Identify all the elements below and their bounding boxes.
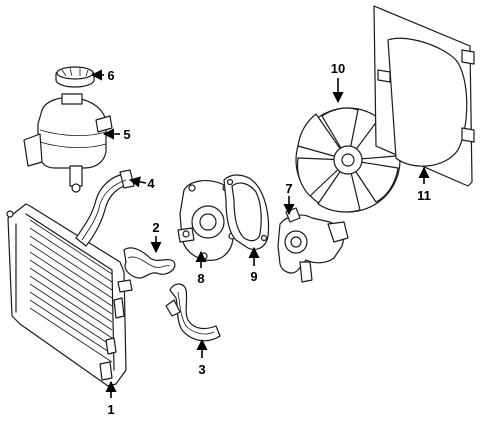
callout-label-1: 1 (107, 402, 114, 417)
callout-1: 1 (105, 380, 117, 417)
callout-label-2: 2 (152, 220, 159, 235)
pump-gasket (223, 174, 270, 251)
callout-label-3: 3 (198, 362, 205, 377)
callout-label-8: 8 (197, 271, 204, 286)
callout-label-7: 7 (285, 181, 292, 196)
radiator-cap (55, 66, 95, 88)
callout-9: 9 (248, 246, 260, 284)
callout-7: 7 (283, 181, 295, 216)
callout-label-4: 4 (147, 176, 155, 191)
lower-hose-long (165, 283, 221, 342)
fan-shroud (373, 5, 475, 187)
callout-label-10: 10 (331, 61, 345, 76)
callout-label-6: 6 (107, 68, 114, 83)
expansion-tank (23, 93, 113, 193)
callout-10: 10 (331, 61, 345, 104)
radiator (6, 203, 133, 387)
thermostat-housing (277, 207, 349, 283)
callout-8: 8 (195, 250, 207, 286)
lower-hose-small (123, 247, 176, 279)
callout-11: 11 (417, 166, 431, 203)
callout-6: 6 (90, 68, 115, 83)
upper-hose (75, 169, 135, 247)
callout-label-5: 5 (123, 127, 130, 142)
callout-3: 3 (196, 338, 208, 377)
callout-4: 4 (128, 176, 155, 191)
callout-label-9: 9 (250, 269, 257, 284)
callout-label-11: 11 (417, 188, 431, 203)
callout-5: 5 (102, 127, 131, 142)
callout-2: 2 (150, 220, 162, 254)
